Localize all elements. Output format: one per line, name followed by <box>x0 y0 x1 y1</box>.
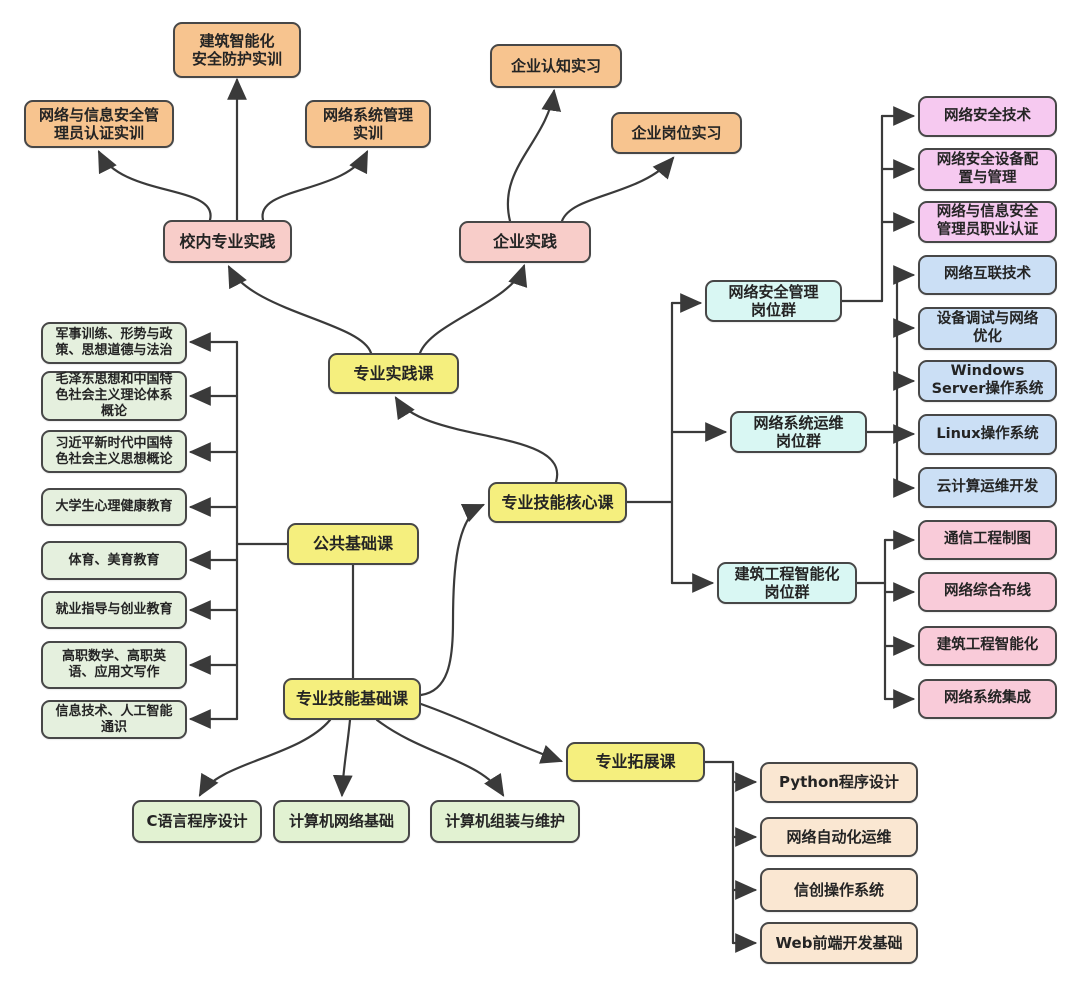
node-cloud-ops-development: 云计算运维开发 <box>918 467 1057 508</box>
node-public-course-mental-health: 大学生心理健康教育 <box>41 488 187 526</box>
node-public-course-it-ai-literacy: 信息技术、人工智能 通识 <box>41 700 187 739</box>
node-computer-network-basics: 计算机网络基础 <box>273 800 410 843</box>
node-security-admin-professional-cert: 网络与信息安全 管理员职业认证 <box>918 201 1057 243</box>
node-campus-professional-practice: 校内专业实践 <box>163 220 292 263</box>
node-network-security-tech: 网络安全技术 <box>918 96 1057 137</box>
node-network-integrated-cabling: 网络综合布线 <box>918 572 1057 612</box>
node-network-security-post-group: 网络安全管理 岗位群 <box>705 280 842 322</box>
node-python-programming: Python程序设计 <box>760 762 918 803</box>
node-c-language-programming: C语言程序设计 <box>132 800 262 843</box>
node-building-intelligence-post-group: 建筑工程智能化 岗位群 <box>717 562 857 604</box>
node-network-automation-ops: 网络自动化运维 <box>760 817 918 857</box>
node-enterprise-practice: 企业实践 <box>459 221 591 263</box>
node-network-info-security-admin-cert-training: 网络与信息安全管 理员认证实训 <box>24 100 174 148</box>
node-professional-extension-course: 专业拓展课 <box>566 742 705 782</box>
node-security-device-config-mgmt: 网络安全设备配 置与管理 <box>918 148 1057 191</box>
node-enterprise-cognition-internship: 企业认知实习 <box>490 44 622 88</box>
node-public-course-pe-aesthetics: 体育、美育教育 <box>41 541 187 580</box>
node-public-course-math-english-writing: 高职数学、高职英 语、应用文写作 <box>41 641 187 689</box>
node-public-basic-course: 公共基础课 <box>287 523 419 565</box>
node-building-intelligence-security-training: 建筑智能化 安全防护实训 <box>173 22 301 78</box>
node-network-system-mgmt-training: 网络系统管理 实训 <box>305 100 431 148</box>
node-web-frontend-dev-basics: Web前端开发基础 <box>760 922 918 964</box>
node-professional-skill-basic-course: 专业技能基础课 <box>283 678 421 720</box>
node-communication-engineering-drawing: 通信工程制图 <box>918 520 1057 560</box>
node-windows-server-os: Windows Server操作系统 <box>918 360 1057 402</box>
node-enterprise-post-internship: 企业岗位实习 <box>611 112 742 154</box>
node-professional-practice-course: 专业实践课 <box>328 353 459 394</box>
node-xinchuang-os: 信创操作系统 <box>760 868 918 912</box>
node-computer-assembly-maintenance: 计算机组装与维护 <box>430 800 580 843</box>
node-public-course-military-ideology: 军事训练、形势与政 策、思想道德与法治 <box>41 322 187 364</box>
node-device-debug-network-optimization: 设备调试与网络 优化 <box>918 307 1057 350</box>
node-network-system-integration: 网络系统集成 <box>918 679 1057 719</box>
node-public-course-mao-theory: 毛泽东思想和中国特 色社会主义理论体系 概论 <box>41 371 187 421</box>
node-public-course-career-guidance: 就业指导与创业教育 <box>41 591 187 629</box>
node-network-ops-post-group: 网络系统运维 岗位群 <box>730 411 867 453</box>
node-network-interconnection-tech: 网络互联技术 <box>918 255 1057 295</box>
node-professional-core-skill-course: 专业技能核心课 <box>488 482 627 523</box>
node-building-engineering-intelligence: 建筑工程智能化 <box>918 626 1057 666</box>
node-public-course-xi-thought: 习近平新时代中国特 色社会主义思想概论 <box>41 430 187 473</box>
node-linux-os: Linux操作系统 <box>918 414 1057 455</box>
